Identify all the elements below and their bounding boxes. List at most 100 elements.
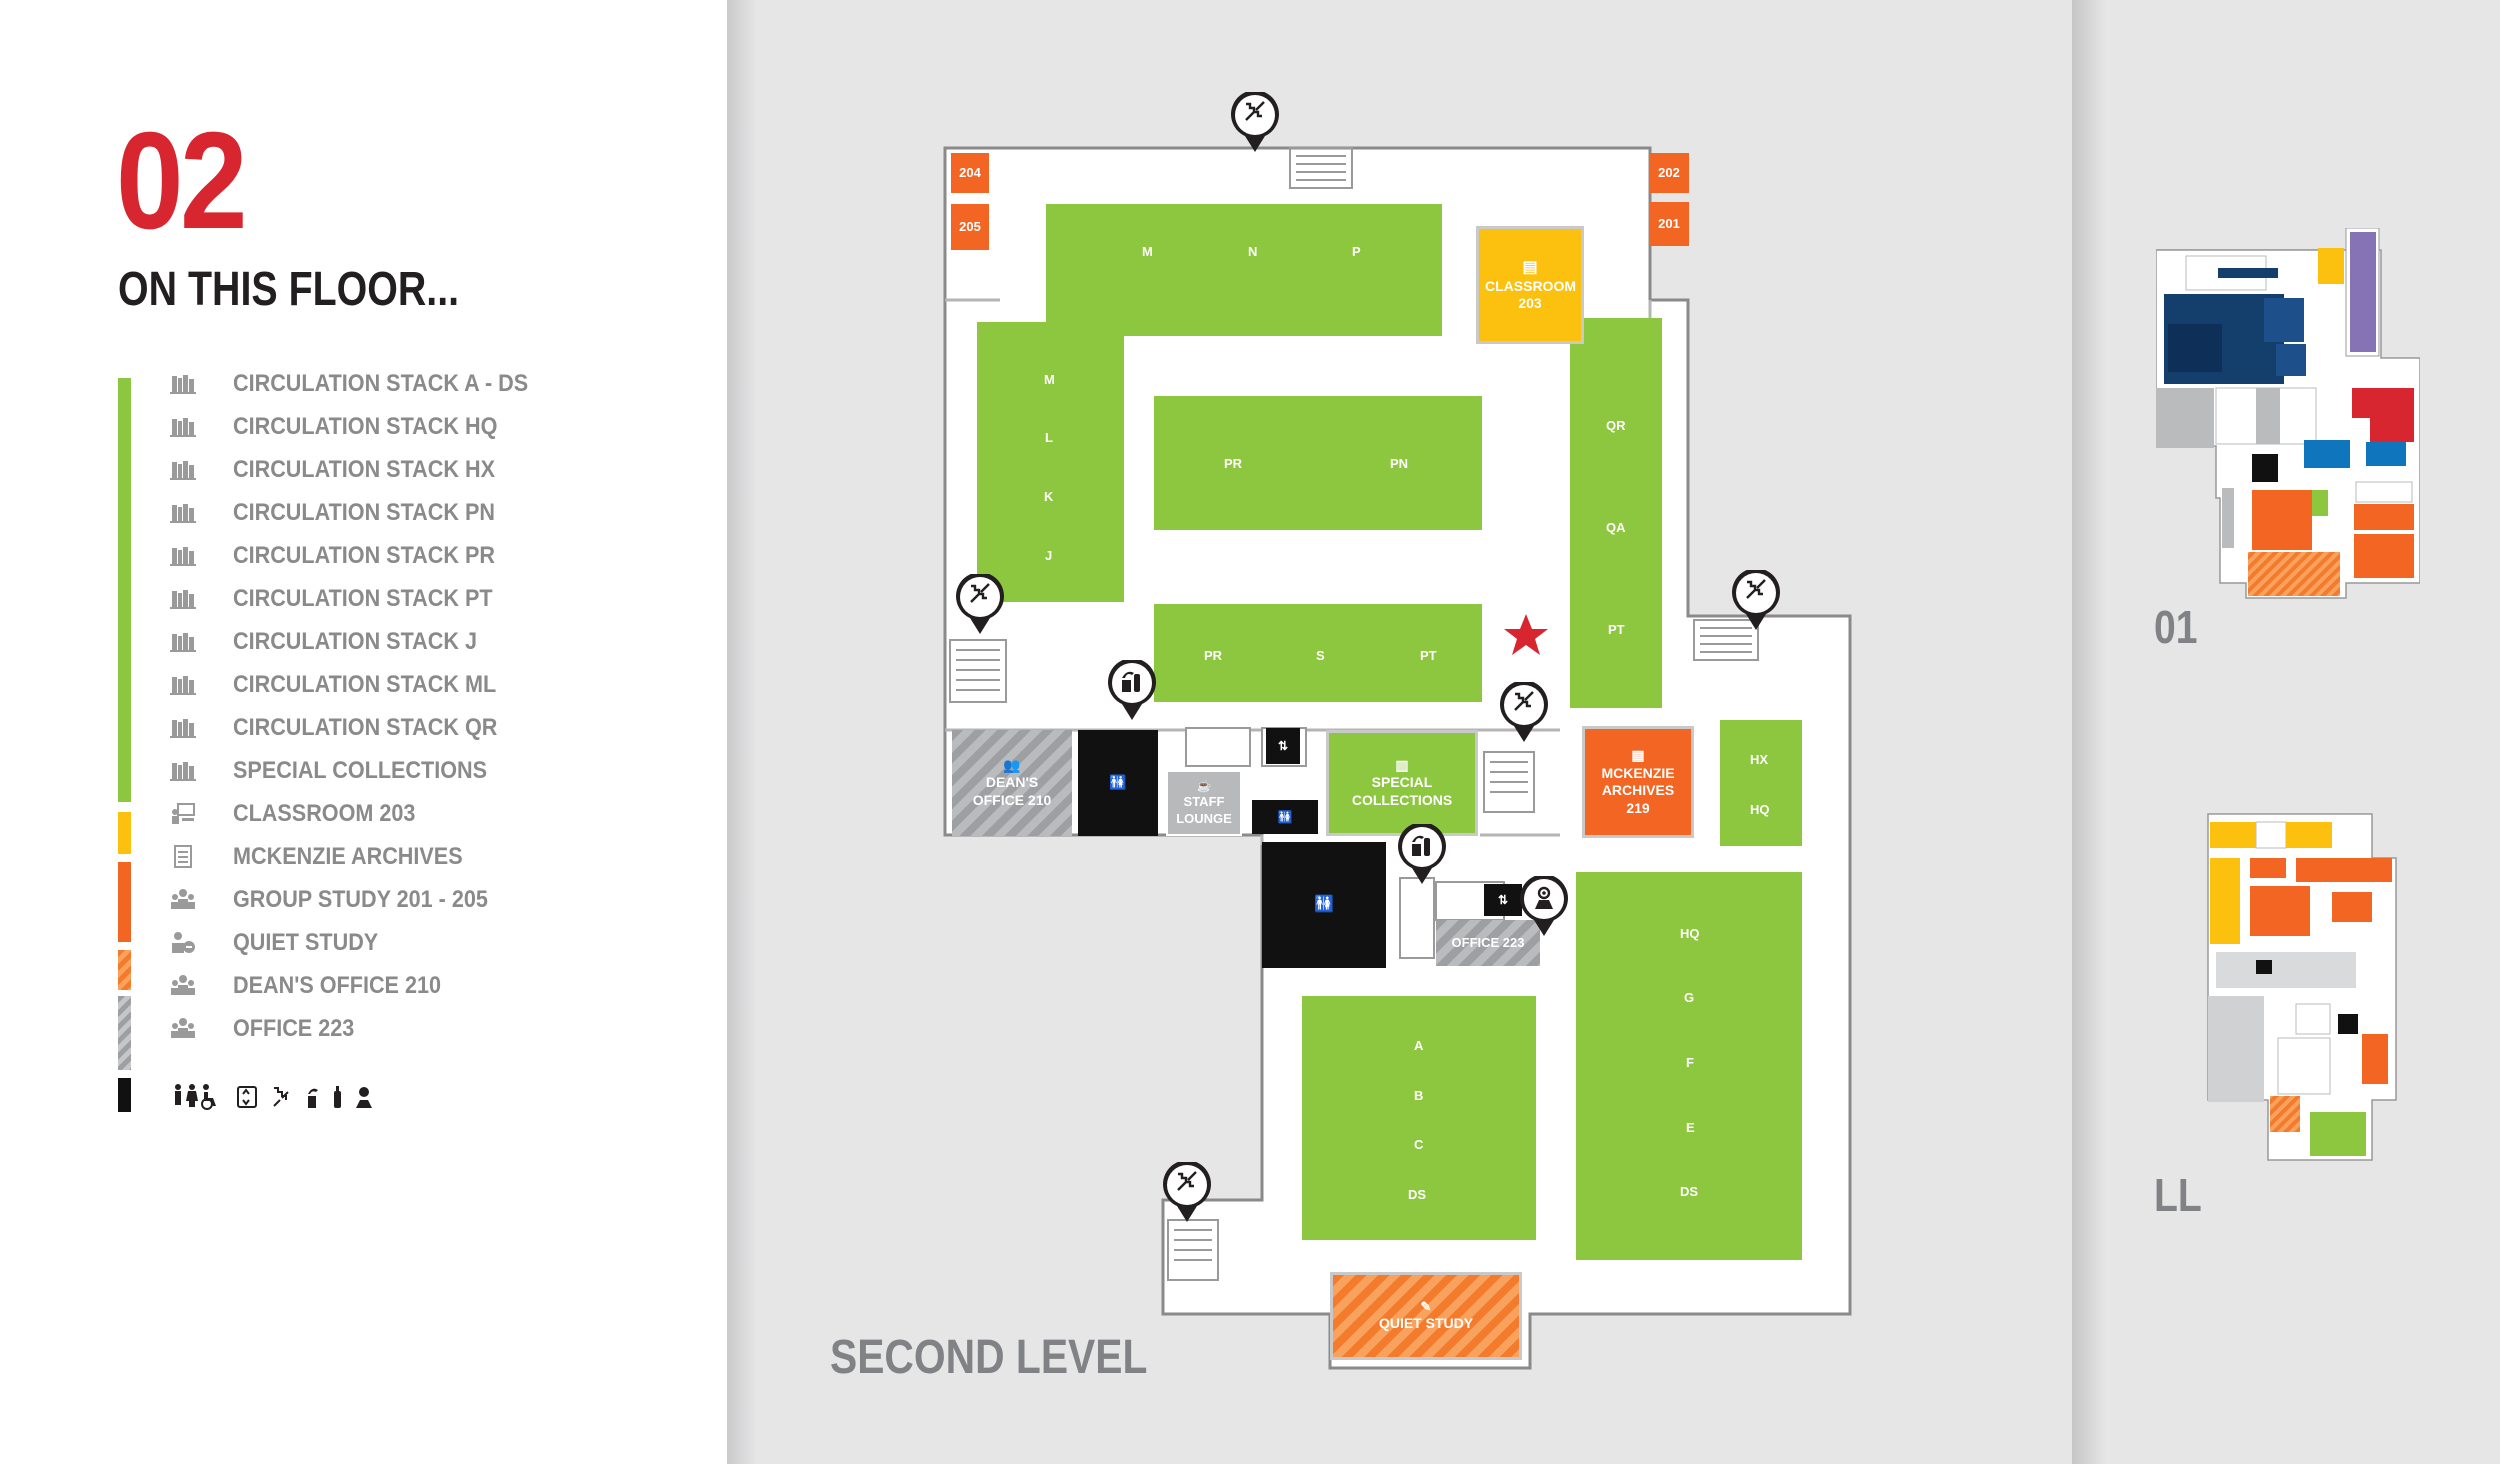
water-fountain-pin[interactable] (1106, 658, 1158, 722)
fire-extinguisher-icon (334, 1086, 341, 1108)
legend-item: OFFICE 223 (0, 1007, 727, 1051)
mckenzie-archives-219[interactable]: ▦ MCKENZIE ARCHIVES 219 (1582, 726, 1694, 838)
legend-item: CIRCULATION STACK PN (0, 491, 727, 535)
legend-label: CIRCULATION STACK PN (233, 499, 495, 526)
stack-hq-ds[interactable]: HQ G F E DS (1576, 872, 1802, 1260)
mckenzie-archives-label: MCKENZIE ARCHIVES 219 (1601, 764, 1675, 816)
stack-hx-hq[interactable]: HX HQ (1720, 720, 1802, 846)
restroom-icon: 🚻 (1277, 809, 1293, 824)
elevator-2[interactable]: ⇅ (1484, 884, 1522, 916)
stack-label: S (1316, 648, 1325, 663)
elevator-icon: ⇅ (1497, 892, 1509, 907)
classroom-203[interactable]: ▤ CLASSROOM 203 (1476, 226, 1584, 344)
you-are-here-star (1504, 614, 1548, 655)
stack-qr-qa-pt[interactable]: QR QA PT (1570, 318, 1662, 708)
bookshelf-icon (170, 544, 196, 568)
floor-number: 02 (116, 104, 248, 258)
legend-label: CIRCULATION STACK PR (233, 542, 495, 569)
legend-item: CIRCULATION STACK QR (0, 706, 727, 750)
level-label-01[interactable]: 01 (2154, 601, 2198, 653)
bookshelf-icon (170, 458, 196, 482)
stairs-pin[interactable] (1730, 568, 1782, 632)
legend-label: CLASSROOM 203 (233, 800, 416, 827)
document-icon: ▦ (1631, 747, 1645, 763)
you-are-here-icon (356, 1087, 372, 1108)
staff-lounge[interactable]: ☕ STAFF LOUNGE (1166, 770, 1242, 836)
bookshelf-icon (170, 372, 196, 396)
deans-office-210[interactable]: 👥 DEAN'S OFFICE 210 (952, 730, 1072, 836)
legend-label: CIRCULATION STACK J (233, 628, 477, 655)
water-fountain-pin[interactable] (1396, 822, 1448, 886)
stack-label: A (1414, 1038, 1424, 1053)
amenity-icons-row (170, 1082, 430, 1112)
office-223[interactable]: OFFICE 223 (1436, 920, 1540, 966)
stairs-icon (273, 1087, 289, 1107)
minimap-level-ll[interactable] (2196, 800, 2400, 1172)
legend-item: QUIET STUDY (0, 921, 727, 965)
stack-label: PR (1204, 648, 1223, 663)
panel-shadow (727, 0, 757, 1464)
restroom-1[interactable]: 🚻 (1078, 730, 1158, 836)
elevator-icon: ⇅ (1277, 738, 1289, 753)
restroom-2[interactable]: 🚻 (1252, 800, 1318, 834)
stairs-pin[interactable] (1161, 1160, 1213, 1224)
minimap-level-01[interactable] (2155, 227, 2421, 608)
stack-label: PT (1608, 622, 1625, 637)
legend-label: CIRCULATION STACK ML (233, 671, 497, 698)
legend-bar-orange-hatch (118, 950, 131, 990)
stack-label: DS (1680, 1184, 1699, 1199)
stairs-pin[interactable] (954, 572, 1006, 636)
group-icon: 👥 (1003, 756, 1021, 773)
legend-label: DEAN'S OFFICE 210 (233, 972, 441, 999)
room-204[interactable]: 204 (951, 153, 989, 193)
level-selector-panel (2072, 0, 2500, 1464)
map-title: SECOND LEVEL (830, 1331, 1148, 1384)
bookshelf-icon (170, 630, 196, 654)
room-205[interactable]: 205 (951, 204, 989, 250)
stack-label: PN (1390, 456, 1409, 471)
information-desk-pin[interactable] (1518, 874, 1570, 938)
classroom-label: CLASSROOM 203 (1485, 277, 1576, 312)
legend-item: CIRCULATION STACK HX (0, 448, 727, 492)
legend-label: GROUP STUDY 201 - 205 (233, 886, 488, 913)
legend-label: MCKENZIE ARCHIVES (233, 843, 463, 870)
bookshelf-icon (170, 673, 196, 697)
stairs-pin[interactable] (1229, 90, 1281, 154)
stack-label: M (1044, 372, 1055, 387)
bookshelf-icon (170, 501, 196, 525)
stack-label: G (1684, 990, 1695, 1005)
stack-label: J (1045, 548, 1053, 563)
legend-label: CIRCULATION STACK HX (233, 456, 495, 483)
elevator-icon (237, 1086, 257, 1108)
stack-label: B (1414, 1088, 1424, 1103)
room-202[interactable]: 202 (1649, 153, 1689, 193)
stack-pr-s-pt[interactable]: PR S PT (1154, 604, 1482, 702)
stack-label: PT (1420, 648, 1437, 663)
legend-bar-grey-hatch (118, 996, 131, 1070)
restroom-3[interactable]: 🚻 (1262, 842, 1386, 968)
quiet-study-label: QUIET STUDY (1378, 1315, 1474, 1332)
restroom-icon (175, 1084, 216, 1110)
quiet-study[interactable]: ✎ QUIET STUDY (1330, 1272, 1522, 1360)
legend-item: CIRCULATION STACK HQ (0, 405, 727, 449)
special-collections[interactable]: ▥ SPECIAL COLLECTIONS (1326, 730, 1478, 836)
coffee-icon: ☕ (1196, 779, 1212, 794)
legend-item: CIRCULATION STACK A - DS (0, 362, 727, 406)
group-icon (170, 974, 196, 998)
legend-bar-black (118, 1078, 131, 1112)
classroom-icon (170, 802, 196, 826)
stack-pr-pn[interactable]: PR PN (1154, 396, 1482, 530)
legend-item: CLASSROOM 203 (0, 792, 727, 836)
restroom-icon: 🚻 (1314, 896, 1334, 913)
level-label-ll[interactable]: LL (2154, 1169, 2202, 1221)
legend-panel: 02 ON THIS FLOOR... CIRCULATION STACK A … (0, 0, 727, 1464)
stairs-pin[interactable] (1498, 680, 1550, 744)
stack-mlkj[interactable]: M L K J (977, 322, 1124, 602)
stack-label: F (1686, 1055, 1694, 1070)
stack-a-ds[interactable]: A B C DS (1302, 996, 1536, 1240)
legend-heading: ON THIS FLOOR... (118, 263, 460, 316)
elevator-1[interactable]: ⇅ (1266, 728, 1300, 764)
stack-label: QA (1606, 520, 1626, 535)
stack-mnp[interactable]: M N P (1046, 204, 1442, 336)
room-201[interactable]: 201 (1649, 202, 1689, 246)
